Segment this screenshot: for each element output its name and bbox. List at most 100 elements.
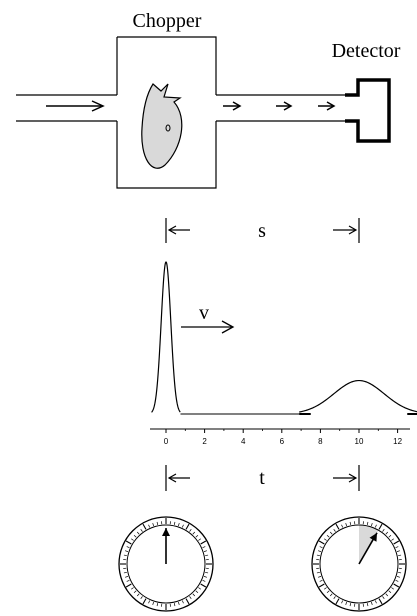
clock-tick bbox=[385, 593, 389, 597]
x-tick-label: 12 bbox=[393, 437, 402, 446]
clock-tick bbox=[136, 593, 140, 597]
tof-plot: 02468101214 bbox=[150, 261, 417, 446]
clock-hand-arrowhead bbox=[162, 528, 170, 536]
clock-tick bbox=[200, 583, 207, 588]
chopper-box bbox=[116, 36, 217, 189]
clock-tick bbox=[185, 598, 190, 605]
clock-outer-ring bbox=[118, 516, 214, 612]
clock-tick bbox=[200, 540, 207, 545]
clock-tick bbox=[317, 576, 322, 578]
clock-tick bbox=[329, 593, 333, 597]
clock-tick bbox=[366, 603, 369, 607]
clock-tick bbox=[345, 522, 347, 527]
clock-tick bbox=[317, 550, 322, 552]
clock-tick bbox=[326, 590, 330, 594]
clock-tick bbox=[371, 601, 373, 606]
clock-tick bbox=[319, 579, 323, 582]
clock-tick bbox=[333, 529, 336, 532]
clock-tick bbox=[192, 593, 196, 597]
clock-tick bbox=[123, 571, 127, 574]
clock-tick bbox=[152, 522, 154, 527]
clock-tick bbox=[181, 524, 184, 528]
clock-tick bbox=[202, 579, 206, 582]
clock-inner-ring bbox=[319, 524, 399, 604]
clock-tick bbox=[148, 524, 151, 528]
beam-arrow-outlet-2 bbox=[276, 101, 293, 111]
clock-tick bbox=[324, 587, 327, 590]
distance-dimension bbox=[165, 218, 360, 243]
clock-tick bbox=[395, 546, 399, 549]
detector-label: Detector bbox=[332, 40, 401, 62]
clock-tick bbox=[125, 583, 132, 588]
clock-tick bbox=[195, 534, 199, 538]
clock-tick bbox=[316, 554, 320, 557]
clock-tick bbox=[205, 571, 209, 574]
clock-tick bbox=[205, 554, 209, 557]
clock-tick bbox=[349, 603, 352, 607]
clock-tick bbox=[189, 596, 192, 599]
clock-tick bbox=[142, 598, 147, 605]
particle-icon bbox=[141, 83, 183, 169]
clock-tick bbox=[366, 521, 369, 525]
clock-tick bbox=[140, 529, 143, 532]
time-dimension bbox=[165, 465, 360, 491]
clock-tick bbox=[371, 522, 373, 527]
x-tick-label: 8 bbox=[318, 437, 323, 446]
clock-tick bbox=[131, 587, 134, 590]
clock-tick bbox=[335, 523, 340, 530]
clock-tick bbox=[382, 596, 385, 599]
x-tick-label: 10 bbox=[355, 437, 364, 446]
clock-tick bbox=[178, 601, 180, 606]
clock-tick bbox=[148, 600, 151, 604]
clock-tick bbox=[152, 601, 154, 606]
clock-tick bbox=[396, 550, 401, 552]
clock-tick bbox=[378, 523, 383, 530]
distance-label: s bbox=[258, 220, 266, 242]
clock-outer-ring bbox=[311, 516, 407, 612]
clock-tick bbox=[393, 540, 400, 545]
clock-tick bbox=[388, 590, 392, 594]
clock-tick bbox=[396, 576, 401, 578]
clock-tick bbox=[341, 600, 344, 604]
clock-tick bbox=[316, 571, 320, 574]
clock-tick bbox=[319, 546, 323, 549]
clock-tick bbox=[398, 554, 402, 557]
clock-tick bbox=[341, 524, 344, 528]
clock-inner-ring bbox=[126, 524, 206, 604]
clock-tick bbox=[140, 596, 143, 599]
clock-tick bbox=[124, 576, 129, 578]
detector-icon bbox=[345, 78, 391, 143]
velocity-arrow bbox=[181, 320, 235, 334]
clock-tick bbox=[324, 538, 327, 541]
stop-clock-icon bbox=[311, 516, 407, 612]
clock-tick bbox=[195, 590, 199, 594]
clock-tick bbox=[203, 576, 208, 578]
chopper-label: Chopper bbox=[133, 10, 202, 32]
clock-tick bbox=[329, 531, 333, 535]
x-tick-label: 0 bbox=[164, 437, 169, 446]
clock-tick bbox=[318, 583, 325, 588]
beam-arrow-inlet bbox=[46, 100, 105, 112]
clock-tick bbox=[173, 603, 176, 607]
clock-tick bbox=[398, 571, 402, 574]
clock-tick bbox=[198, 538, 201, 541]
clock-tick bbox=[126, 546, 130, 549]
x-tick-label: 2 bbox=[202, 437, 207, 446]
clock-tick bbox=[133, 534, 137, 538]
velocity-label: v bbox=[199, 302, 209, 324]
clock-tick bbox=[203, 550, 208, 552]
clock-tick bbox=[335, 598, 340, 605]
apparatus bbox=[16, 36, 345, 189]
clock-tick bbox=[374, 600, 377, 604]
clock-tick bbox=[131, 538, 134, 541]
clock-tick bbox=[178, 522, 180, 527]
clock-tick bbox=[378, 598, 383, 605]
clock-tick bbox=[318, 540, 325, 545]
clock-tick bbox=[136, 531, 140, 535]
clock-tick bbox=[133, 590, 137, 594]
clock-tick bbox=[142, 523, 147, 530]
clock-tick bbox=[333, 596, 336, 599]
clock-tick bbox=[192, 531, 196, 535]
clock-tick bbox=[388, 534, 392, 538]
